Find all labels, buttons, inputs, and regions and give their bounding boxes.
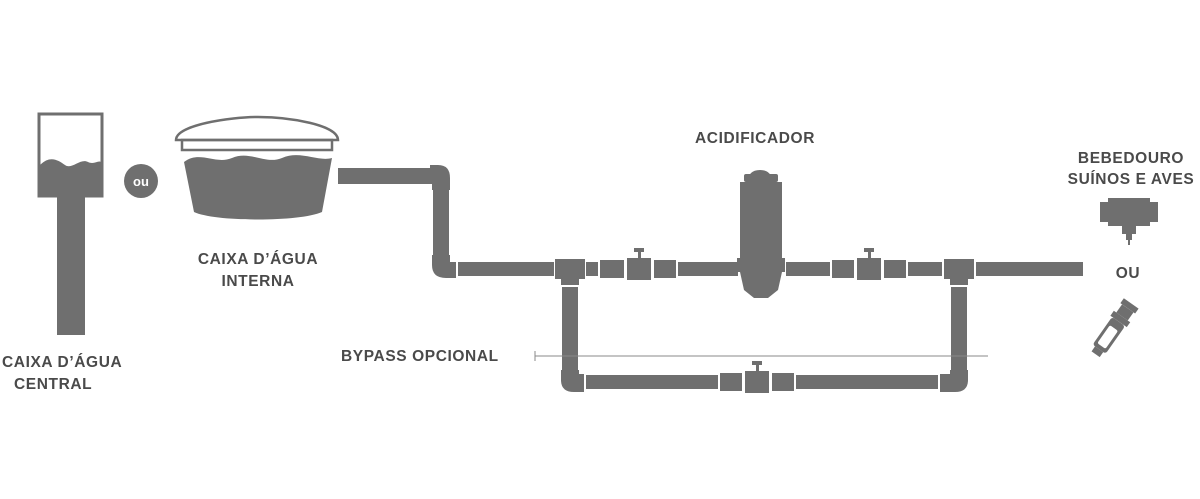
pipe-segment xyxy=(908,262,942,276)
drinker-nozzle-icon xyxy=(1091,298,1139,358)
drinker-label-2: SUÍNOS E AVES xyxy=(1068,171,1195,188)
or-right-label: OU xyxy=(1116,265,1140,282)
internal-tank-label-2: INTERNA xyxy=(221,273,294,290)
valve-icon xyxy=(832,248,906,280)
central-tank-label-2: CENTRAL xyxy=(14,376,92,393)
drinker-nipple-icon xyxy=(1100,198,1158,245)
pipe-segment xyxy=(678,262,738,276)
bypass-loop xyxy=(561,287,968,393)
internal-tank-label-1: CAIXA D’ÁGUA xyxy=(198,251,318,268)
pipe-segment xyxy=(786,262,830,276)
acidifier-label: ACIDIFICADOR xyxy=(695,130,815,147)
right-tee xyxy=(944,259,974,285)
water-tank-icon xyxy=(174,115,340,220)
inlet-pipe xyxy=(338,165,554,278)
left-tee xyxy=(555,259,598,285)
valve-icon xyxy=(600,248,676,280)
water-tower-icon xyxy=(37,112,104,335)
bypass-label: BYPASS OPCIONAL xyxy=(341,348,499,365)
drinker-label-1: BEBEDOURO xyxy=(1078,150,1184,167)
or-badge-text: ou xyxy=(133,174,149,189)
acidifier-icon xyxy=(737,170,785,298)
central-tank-label-1: CAIXA D’ÁGUA xyxy=(2,354,122,371)
or-badge: ou xyxy=(124,164,158,198)
outlet-pipe xyxy=(976,262,1083,276)
